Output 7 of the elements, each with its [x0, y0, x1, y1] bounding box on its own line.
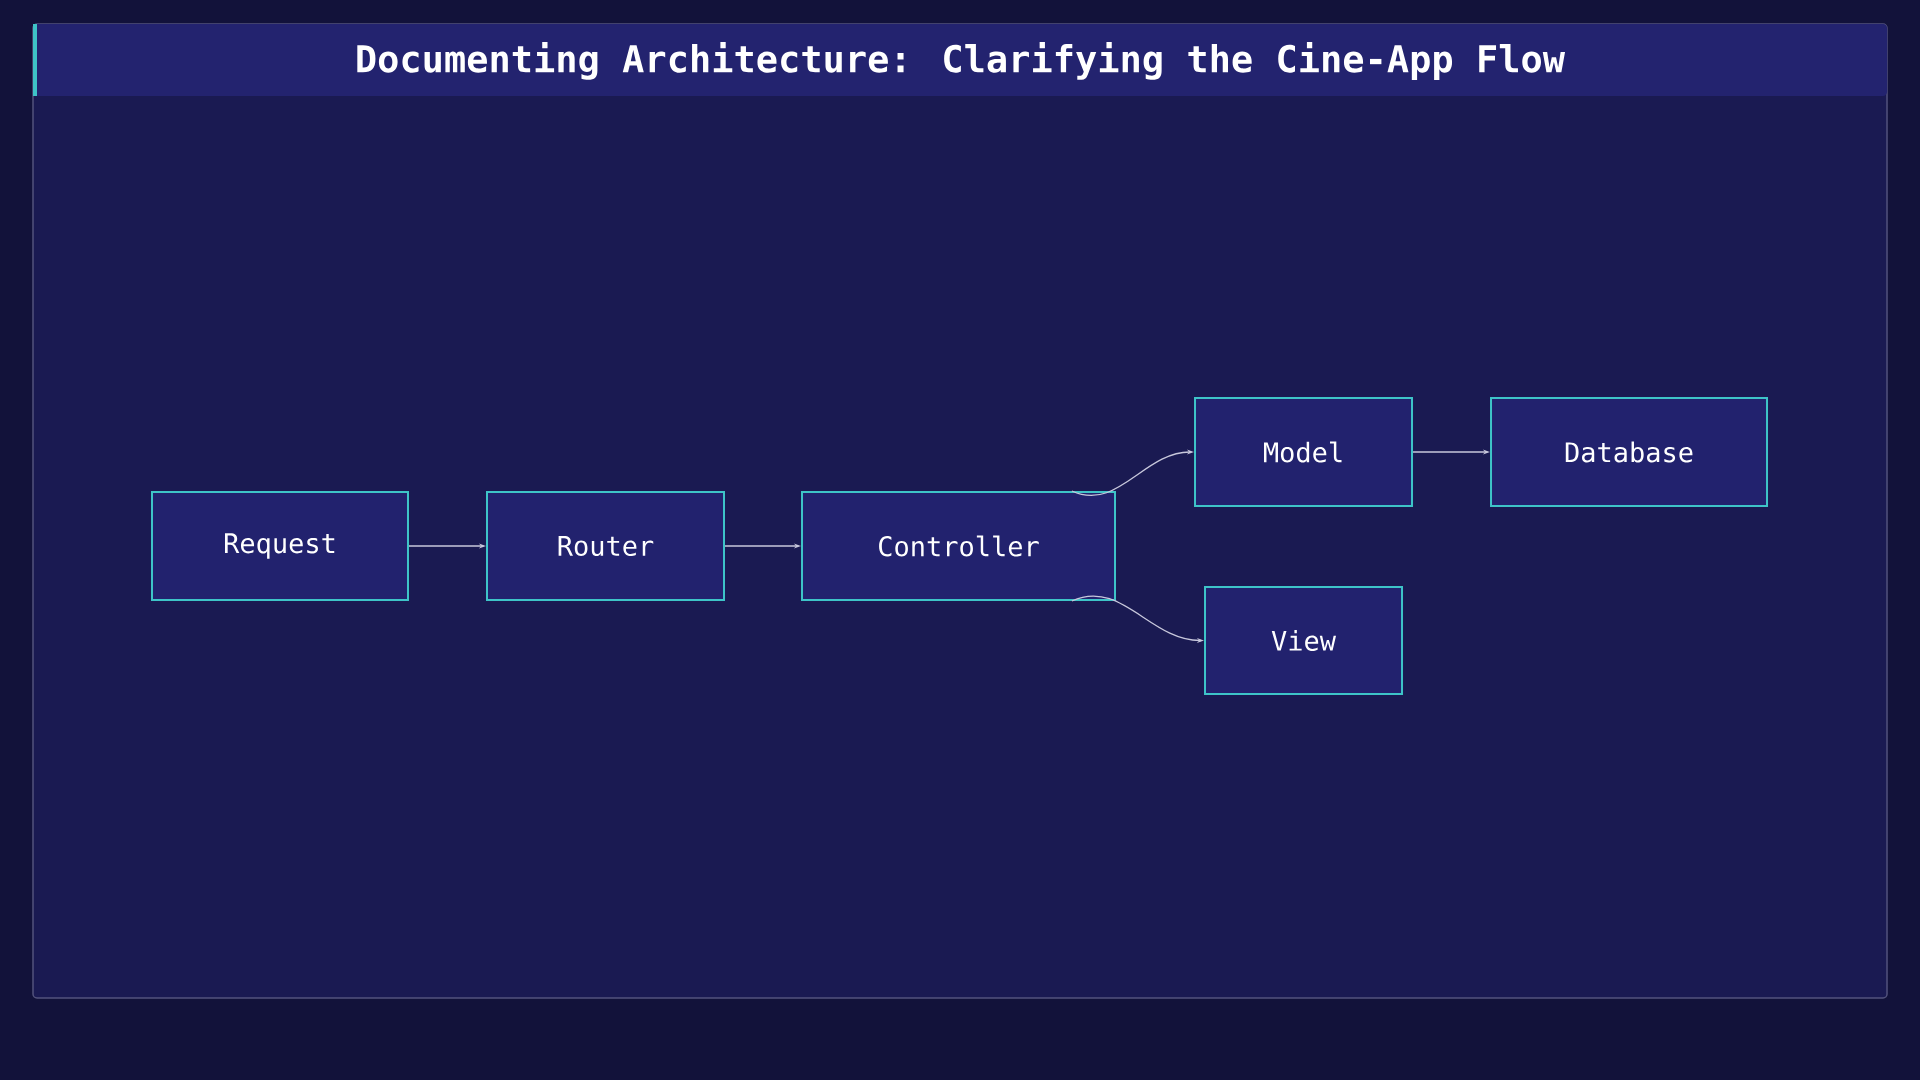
process-box: Router: [486, 491, 725, 601]
diagram-title: Documenting Architecture: Clarifying the Cine-App Flow: [357, 42, 1566, 80]
process-box: Controller: [801, 491, 1116, 601]
process-box: View: [1204, 586, 1403, 695]
process-box: Database: [1490, 397, 1768, 507]
process-box: Request: [151, 491, 409, 601]
process-box: Model: [1194, 397, 1413, 507]
